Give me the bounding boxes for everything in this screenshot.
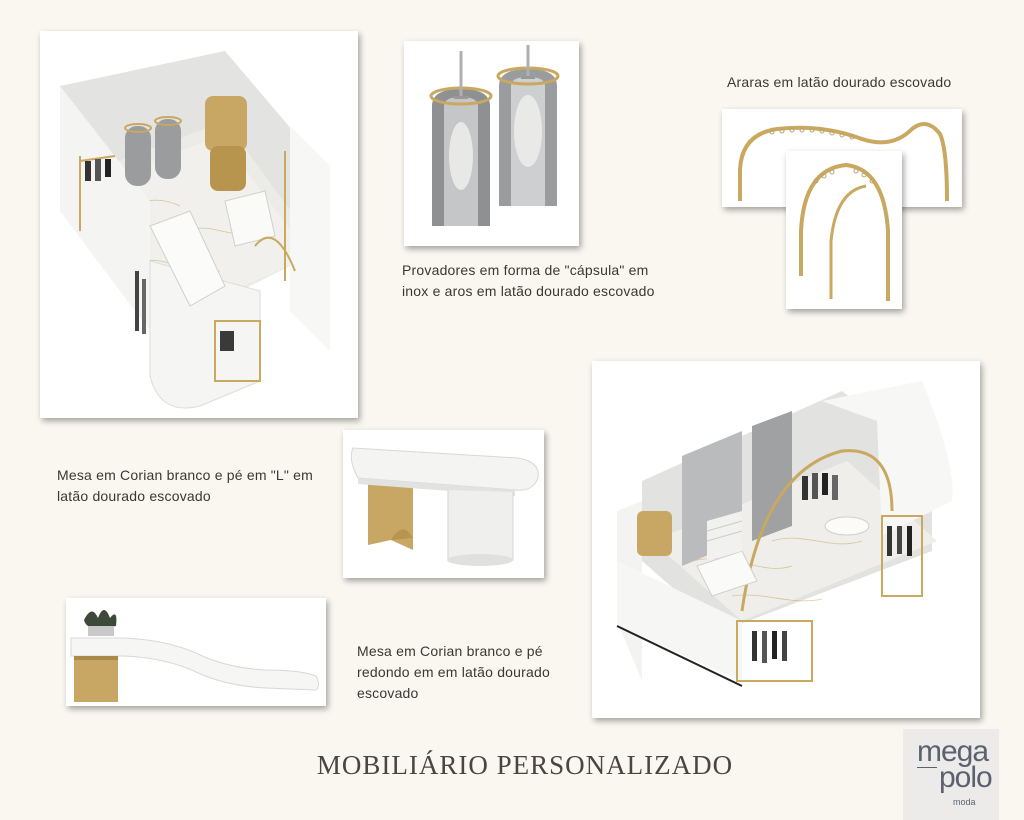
gold-rack-wave-illustration — [738, 122, 949, 202]
table-round-leg-card — [66, 598, 326, 706]
corian-table-l-leg-illustration — [350, 447, 539, 566]
gold-rack-arch-illustration — [799, 162, 890, 301]
logo-line-3: moda — [953, 797, 976, 807]
caption-mesa-l: Mesa em Corian branco e pé em "L" em lat… — [57, 467, 314, 504]
caption-provadores: Provadores em forma de "cápsula" em inox… — [402, 262, 655, 299]
fitting-rooms-card — [404, 41, 579, 246]
corian-desk-round-leg-illustration — [70, 610, 319, 702]
logo-rule — [917, 767, 937, 768]
logo-line-2: polo — [939, 761, 993, 794]
logo-line-1: mega — [917, 735, 989, 768]
store-render-illustration — [60, 51, 330, 409]
page-title: Mobiliário Personalizado — [316, 750, 734, 780]
caption-araras: Araras em latão dourado escovado — [727, 74, 952, 90]
store-render-top-left — [40, 31, 358, 418]
store-render-illustration-2 — [616, 381, 953, 687]
table-l-leg-card — [343, 430, 544, 578]
store-render-bottom-right — [592, 361, 980, 718]
megapolo-logo: mega polo moda — [903, 729, 999, 820]
caption-mesa-redondo: Mesa em Corian branco e pé redondo em em… — [357, 643, 550, 701]
clothing-rack-card-front — [786, 151, 902, 309]
capsule-fitting-rooms-illustration — [404, 41, 579, 246]
